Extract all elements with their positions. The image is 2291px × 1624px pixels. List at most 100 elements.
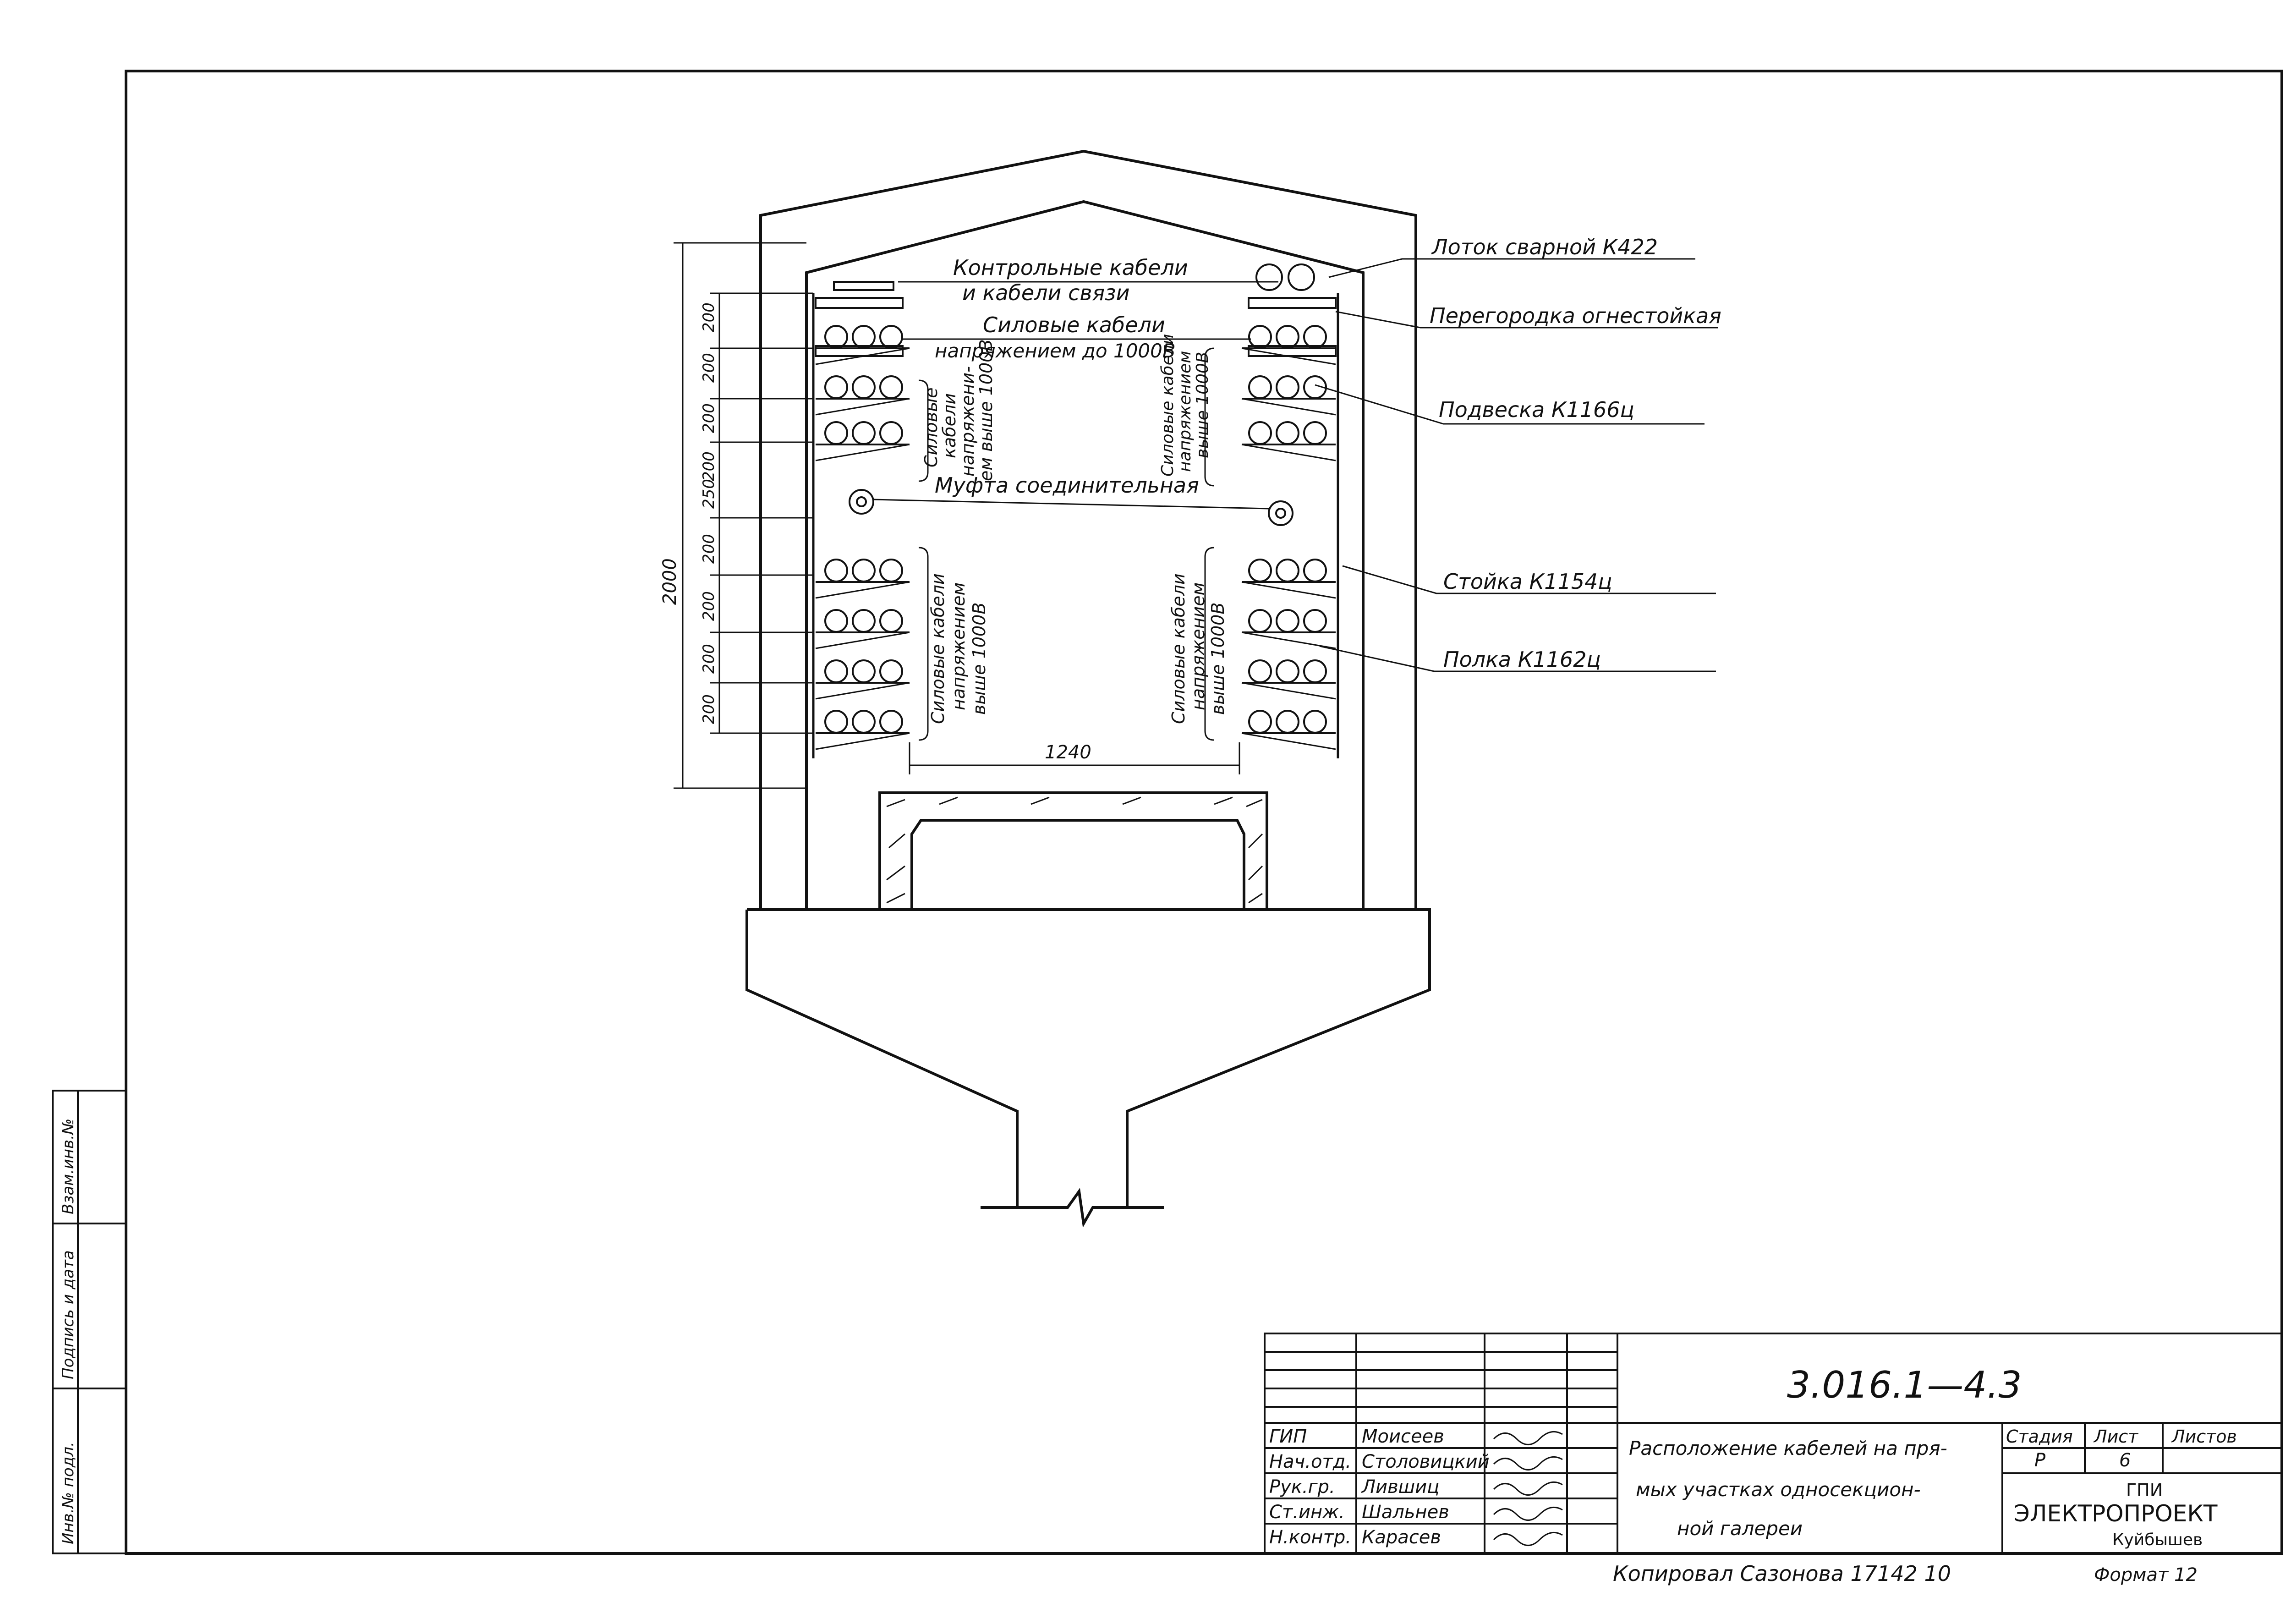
ll-1: Силовые кабели (928, 573, 948, 724)
staff-role: Нач.отд. (1269, 1451, 1351, 1472)
label-upper-right-group: Силовые кабели напряжением выше 1000В (1158, 334, 1212, 477)
dim-4: 200 (700, 451, 718, 481)
signature-mark (1493, 1531, 1563, 1546)
right-cable (1248, 325, 1272, 349)
dim-9: 200 (700, 694, 718, 724)
left-cable (824, 710, 848, 734)
left-shelf-brace (815, 631, 910, 649)
signature-mark (1493, 1481, 1563, 1496)
ul-2: кабели (939, 393, 959, 458)
left-cable (824, 325, 848, 349)
stage-value: Р (2034, 1450, 2046, 1471)
left-cable (824, 559, 848, 582)
right-cable (1248, 421, 1272, 445)
title-line-1: Расположение кабелей на пря- (1629, 1437, 1947, 1459)
staff-name: Карасев (1362, 1527, 1441, 1548)
left-cable (879, 421, 903, 445)
title-block-grid (1264, 1333, 2283, 1554)
ur-3: выше 1000В (1193, 352, 1212, 459)
ul-1: Силовые (921, 387, 941, 467)
right-cable (1276, 325, 1299, 349)
right-cable (1248, 609, 1272, 633)
side-stamp-sign: Подпись и дата (59, 1250, 77, 1379)
left-shelf-brace (815, 581, 910, 599)
signature-mark (1493, 1456, 1563, 1470)
right-cable (1248, 659, 1272, 683)
dim-7: 200 (700, 591, 718, 621)
dimension-lines (674, 242, 1240, 789)
right-cable (1303, 659, 1327, 683)
label-lower-left-group: Силовые кабели напряжением выше 1000В (928, 573, 989, 724)
right-shelf-brace (1241, 732, 1336, 750)
left-shelf-brace (815, 444, 910, 461)
cable-shelves (815, 325, 1336, 750)
right-shelf-brace (1241, 581, 1336, 599)
right-cable (1303, 325, 1327, 349)
left-shelf-brace (815, 732, 910, 750)
right-cable (1276, 559, 1299, 582)
left-shelf-brace (815, 682, 910, 700)
dim-1: 200 (700, 302, 718, 332)
side-stamp (52, 1090, 127, 1554)
left-cable (852, 375, 876, 399)
org-line-3: Куйбышев (2112, 1531, 2203, 1549)
staff-role: Ст.инж. (1269, 1502, 1345, 1523)
left-cable (824, 421, 848, 445)
right-shelf-brace (1241, 398, 1336, 416)
right-cable (1276, 710, 1299, 734)
gallery-structure (745, 149, 1431, 1228)
label-power-1: Силовые кабели (983, 313, 1165, 337)
bundle-cables (1255, 263, 1315, 291)
dim-5: 250 (700, 479, 718, 509)
label-upper-left-group: Силовые кабели напряжени- ем выше 1000В (921, 339, 996, 481)
left-cable (879, 659, 903, 683)
right-shelf-brace (1241, 347, 1336, 365)
dim-total-height: 2000 (659, 558, 680, 605)
sheets-label: Листов (2171, 1426, 2237, 1447)
right-cable (1276, 659, 1299, 683)
side-stamp-inv: Инв.№ подл. (59, 1442, 77, 1544)
staff-role: Н.контр. (1269, 1527, 1351, 1548)
ul-3: напряжени- (958, 366, 978, 477)
staff-role: Рук.гр. (1269, 1476, 1335, 1498)
ll-2: напряжением (948, 582, 969, 710)
staff-name: Лившиц (1361, 1476, 1439, 1498)
dim-3: 200 (700, 403, 718, 433)
copied-note: Копировал Сазонова 17142 10 (1613, 1561, 1951, 1586)
left-cable (879, 559, 903, 582)
label-lower-right-group: Силовые кабели напряжением выше 1000В (1168, 573, 1228, 724)
left-cable (824, 609, 848, 633)
right-cable (1276, 421, 1299, 445)
callout-podveska: Подвеска К1166ц (1439, 397, 1634, 422)
staff-name: Столовицкий (1362, 1451, 1490, 1472)
coupling-right (1268, 500, 1293, 526)
ul-4: ем выше 1000В (976, 339, 996, 481)
sheet-value: 6 (2119, 1450, 2131, 1471)
right-cable (1303, 609, 1327, 633)
label-mufta: Муфта соединительная (935, 473, 1199, 498)
left-cable (879, 710, 903, 734)
dim-2: 200 (700, 353, 718, 383)
format-note: Формат 12 (2094, 1564, 2198, 1586)
right-cable (1303, 421, 1327, 445)
title-line-3: ной галереи (1677, 1517, 1803, 1540)
staff-name: Моисеев (1362, 1426, 1444, 1447)
signature-mark (1493, 1506, 1563, 1521)
left-cable (852, 325, 876, 349)
right-cable (1276, 609, 1299, 633)
left-cable (852, 710, 876, 734)
lr-3: выше 1000В (1208, 603, 1228, 715)
callout-peregorodka: Перегородка огнестойкая (1430, 303, 1721, 328)
side-stamp-vzam: Взам.инв.№ (59, 1119, 77, 1214)
label-power-2: напряжением до 1000В (935, 340, 1176, 362)
right-cable (1248, 559, 1272, 582)
sheet-label: Лист (2093, 1426, 2139, 1447)
callout-stoika: Стойка К1154ц (1443, 569, 1612, 594)
callout-lotok: Лоток сварной К422 (1431, 235, 1658, 259)
left-cable (852, 559, 876, 582)
lr-1: Силовые кабели (1168, 573, 1189, 724)
left-shelf-brace (815, 398, 910, 416)
doc-code: 3.016.1—4.3 (1787, 1364, 2022, 1406)
